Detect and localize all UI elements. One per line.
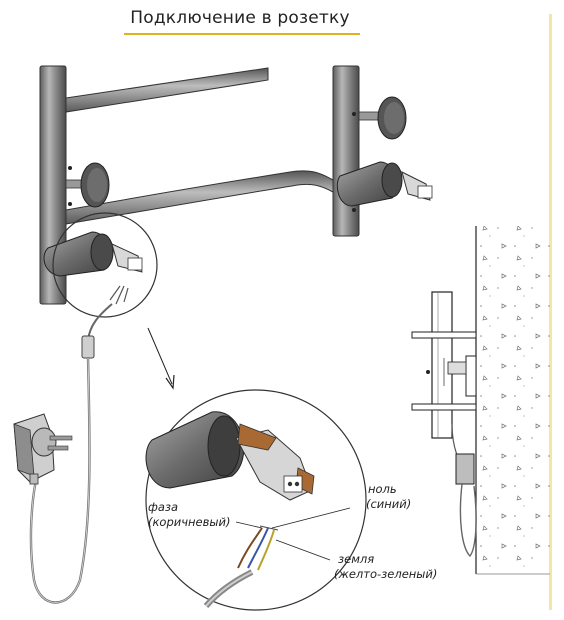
wire-brown — [237, 527, 263, 569]
wall-mount-right — [358, 96, 407, 140]
heater-cap-right — [336, 161, 433, 207]
right-edge-strip — [549, 14, 552, 610]
title-underline — [124, 33, 360, 35]
detail-circle-small — [52, 212, 158, 318]
power-cable — [29, 303, 113, 604]
label-phase: фаза — [148, 500, 179, 514]
label-phase-color: (коричневый) — [148, 515, 231, 529]
wall-side-view — [411, 226, 550, 575]
wire-earth — [257, 529, 275, 571]
schuko-plug — [13, 413, 73, 485]
upper-bar — [65, 67, 269, 113]
label-earth: земля — [338, 552, 375, 566]
lower-bar — [65, 170, 334, 225]
zoom-arrow — [147, 327, 175, 390]
label-neutral: ноль — [368, 482, 397, 496]
label-earth-color: (желто-зеленый) — [334, 567, 438, 581]
label-neutral-color: (синий) — [366, 497, 412, 511]
diagram-title: Подключение в розетку — [130, 8, 350, 28]
wire-blue — [247, 527, 269, 569]
detail-circle-large — [145, 389, 367, 611]
heater-cap-left — [43, 231, 143, 277]
wall-mount-left — [65, 162, 110, 208]
towel-rail — [39, 65, 433, 305]
